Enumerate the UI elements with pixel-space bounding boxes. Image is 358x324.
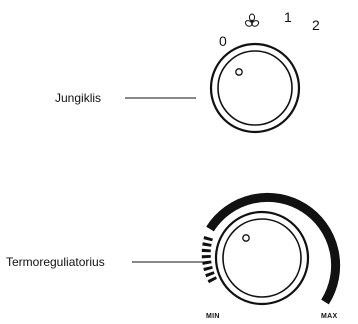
switch-position-0: 0 bbox=[219, 33, 227, 49]
switch-knob-inner-ring bbox=[217, 50, 293, 126]
switch-knob-indicator-dot bbox=[235, 68, 243, 76]
switch-knob[interactable] bbox=[209, 42, 301, 134]
switch-label: Jungiklis bbox=[55, 91, 101, 105]
thermostat-knob-indicator-dot bbox=[242, 234, 250, 242]
thermostat-label: Termoreguliatorius bbox=[6, 255, 105, 269]
thermostat-knob[interactable] bbox=[214, 210, 310, 306]
thermostat-max-label: MAX bbox=[321, 313, 337, 320]
fan-icon bbox=[244, 13, 260, 27]
temperature-scale-start-ticks bbox=[201, 234, 218, 284]
temperature-scale-arc bbox=[206, 192, 341, 305]
thermostat-min-label: MIN bbox=[206, 313, 220, 320]
thermostat-knob-inner-ring bbox=[222, 218, 302, 298]
switch-position-1: 1 bbox=[284, 9, 292, 25]
switch-position-2: 2 bbox=[312, 17, 320, 33]
